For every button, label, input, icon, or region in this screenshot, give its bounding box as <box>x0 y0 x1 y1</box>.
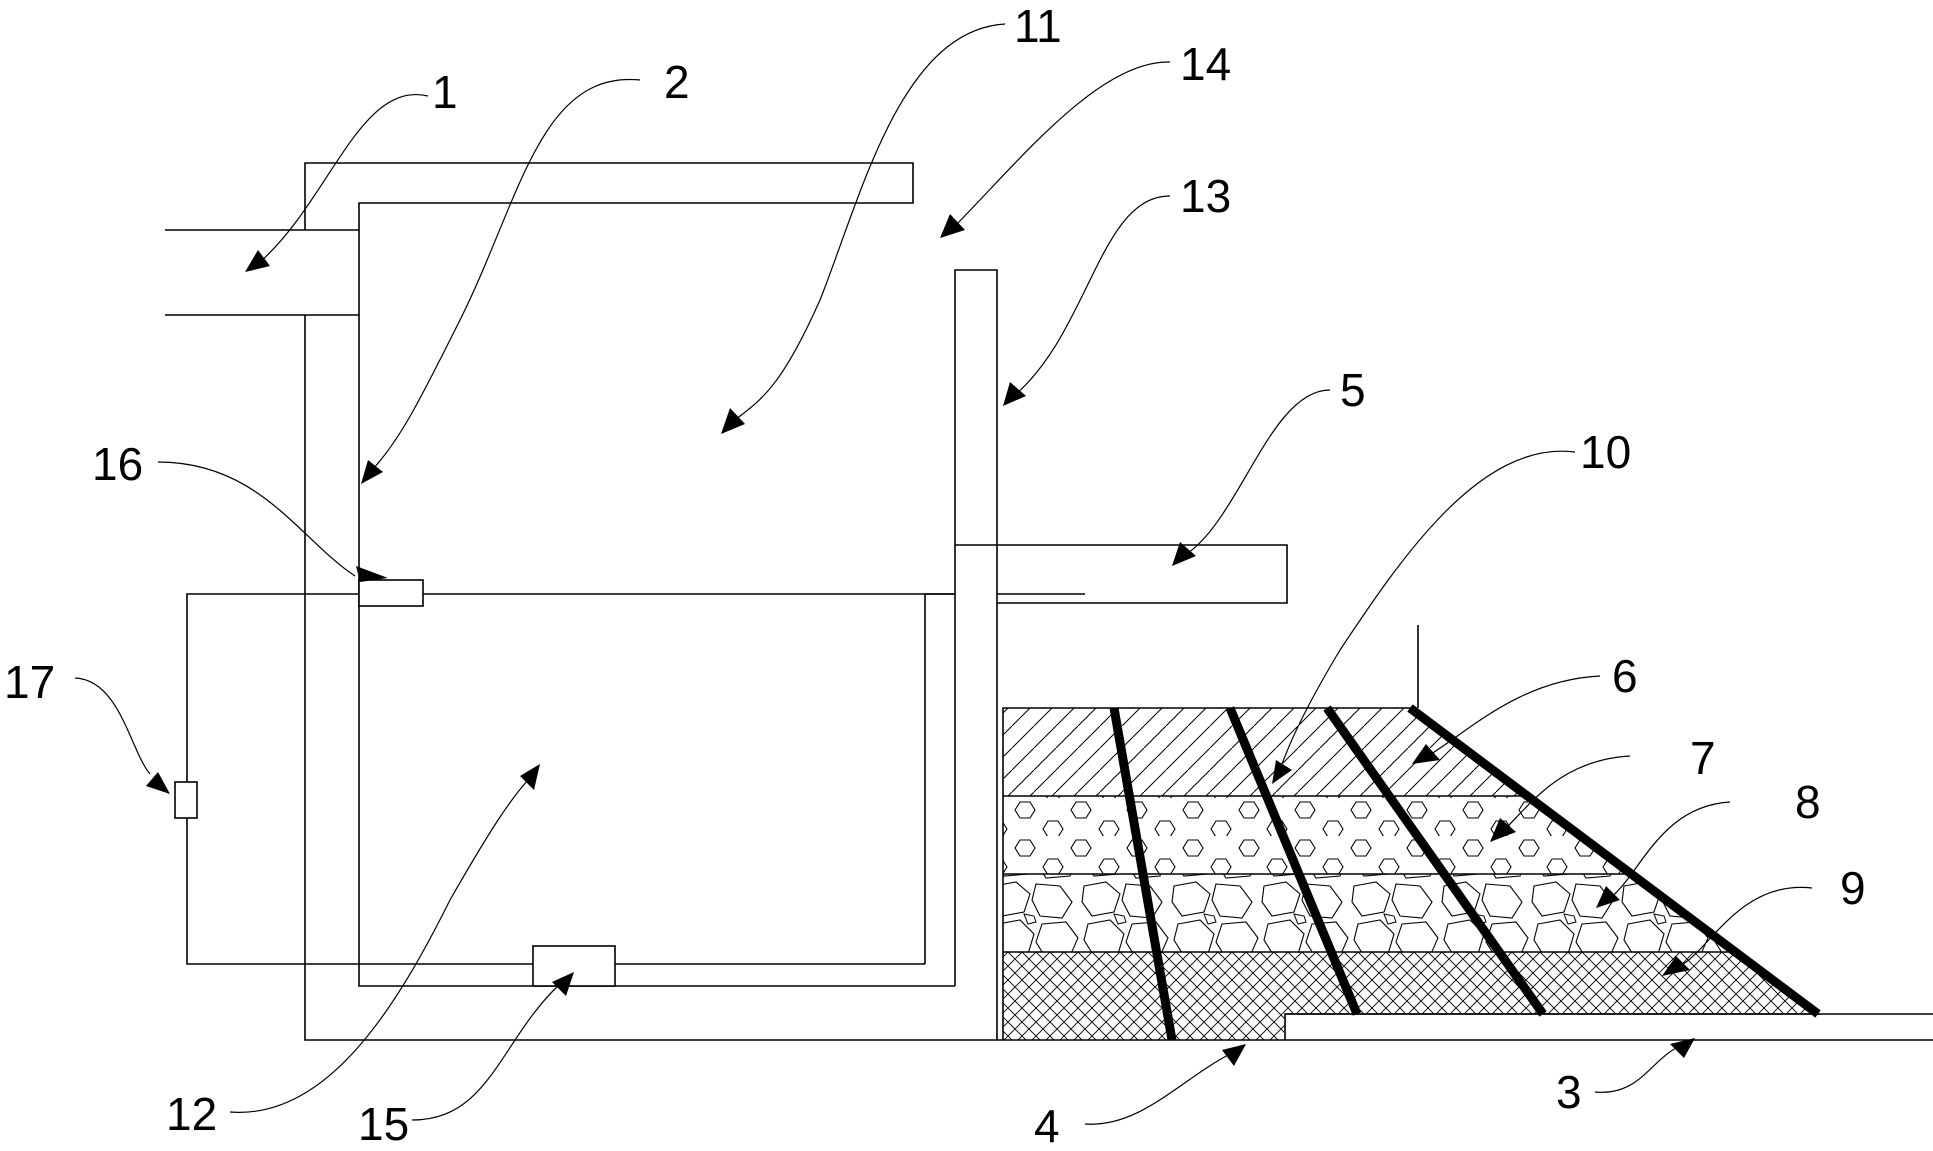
leader-4 <box>1084 1053 1231 1125</box>
label-4: 4 <box>1034 1100 1060 1151</box>
leader-6 <box>1427 675 1601 757</box>
leader-14 <box>954 61 1171 227</box>
arrow-8-tip <box>1596 886 1620 908</box>
label-9: 9 <box>1840 862 1866 914</box>
inner-compartment-wall <box>924 593 955 964</box>
label-11: 11 <box>1014 0 1062 52</box>
drain-pipe-4 <box>1407 704 1821 1018</box>
arrow-11-tip <box>721 408 745 434</box>
leader-5 <box>1184 389 1331 556</box>
arrow-5-tip <box>1172 542 1196 566</box>
tank-structure <box>165 162 1419 1041</box>
arrow-4-tip <box>1222 1044 1246 1066</box>
leader-3 <box>1594 1045 1681 1093</box>
label-13: 13 <box>1180 170 1231 222</box>
leader-16 <box>157 461 356 577</box>
leader-2 <box>371 78 641 471</box>
drain-pipe-3 <box>1323 705 1547 1017</box>
arrow-7-tip <box>1490 818 1516 842</box>
arrow-2-tip <box>361 460 383 484</box>
leader-10 <box>1279 450 1576 771</box>
divider-wall <box>954 269 998 1040</box>
layer-8-stones <box>1003 874 1818 952</box>
label-16: 16 <box>92 438 143 490</box>
arrow-1-tip <box>245 250 270 272</box>
leader-9 <box>1679 886 1813 967</box>
leader-7 <box>1503 755 1631 831</box>
arrow-6-tip <box>1412 744 1440 764</box>
sensor-16 <box>358 579 424 607</box>
leader-8 <box>1609 801 1731 899</box>
leader-11 <box>734 23 1006 421</box>
label-5: 5 <box>1340 364 1366 416</box>
drain-pipe-2 <box>1225 706 1362 1016</box>
label-8: 8 <box>1795 776 1821 828</box>
label-6: 6 <box>1612 650 1638 702</box>
arrow-10-tip <box>1272 760 1292 784</box>
arrow-3-tip <box>1670 1038 1695 1058</box>
arrow-12-tip <box>520 764 540 790</box>
label-12: 12 <box>166 1088 217 1140</box>
arrow-9-tip <box>1662 956 1690 976</box>
label-14: 14 <box>1180 38 1231 90</box>
control-wire <box>186 593 359 782</box>
control-wire-lower <box>186 818 533 965</box>
label-1: 1 <box>432 66 458 118</box>
leader-17 <box>74 677 151 775</box>
label-3: 3 <box>1556 1066 1582 1118</box>
label-7: 7 <box>1690 732 1716 784</box>
outer-wall <box>304 162 955 987</box>
arrow-17-tip <box>146 772 170 794</box>
outlet-channel <box>955 544 1288 604</box>
arrow-15-tip <box>552 972 574 996</box>
pump-15 <box>532 945 616 987</box>
label-2: 2 <box>664 56 690 108</box>
leader-12 <box>229 779 529 1113</box>
drain-pipe-1 <box>1109 707 1177 1041</box>
label-10: 10 <box>1580 426 1631 478</box>
reference-labels: 1 2 11 14 13 5 10 6 7 8 9 16 17 12 15 4 … <box>4 0 1866 1151</box>
filter-bed-outline <box>1002 704 1933 1041</box>
leaders <box>74 23 1813 1125</box>
outer-wall-left <box>304 315 1003 1041</box>
controller-17 <box>174 781 198 819</box>
layer-9-crosshatch <box>1003 952 1818 1040</box>
leader-13 <box>1014 195 1171 396</box>
label-15: 15 <box>358 1098 409 1150</box>
arrow-13-tip <box>1003 382 1026 406</box>
arrow-16-tip <box>356 566 388 582</box>
leader-1 <box>259 93 429 263</box>
label-17: 17 <box>4 656 55 708</box>
arrow-14-tip <box>940 214 965 238</box>
leader-15 <box>411 983 561 1121</box>
